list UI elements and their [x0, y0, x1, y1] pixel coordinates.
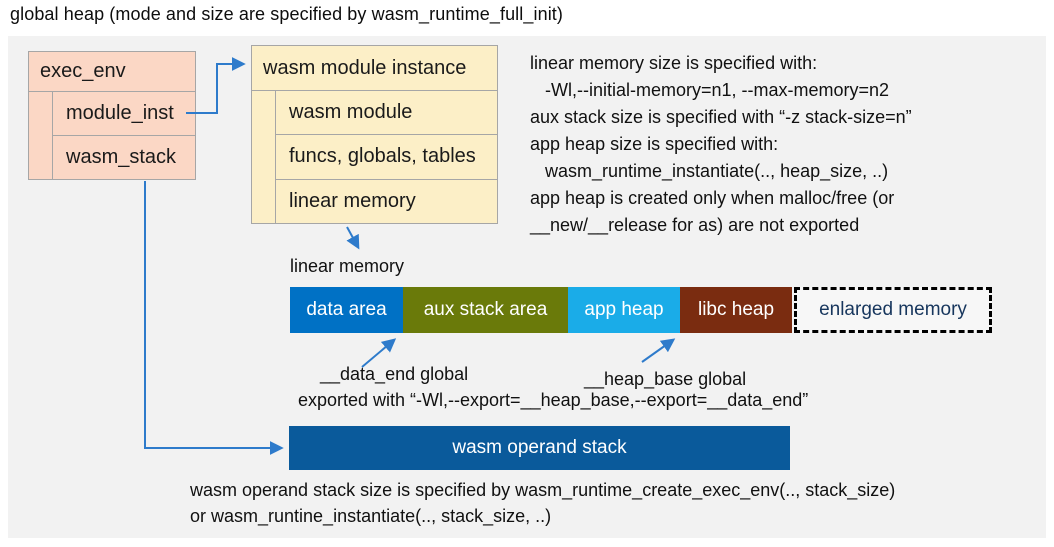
- exec-env-box: exec_env module_inst wasm_stack: [28, 51, 196, 180]
- diagram-title: global heap (mode and size are specified…: [10, 4, 563, 24]
- module-instance-row-linear-memory: linear memory: [276, 178, 497, 223]
- wasm-operand-stack-bar: wasm operand stack: [289, 426, 790, 470]
- export-flags-label: exported with “-Wl,--export=__heap_base,…: [298, 390, 809, 410]
- note-line: __new/__release for as) are not exported: [530, 215, 860, 235]
- module-instance-row-funcs-globals-tables: funcs, globals, tables: [276, 134, 497, 178]
- heap-base-global-label: __heap_base global: [584, 369, 747, 389]
- note-line: or wasm_runtine_instantiate(.., stack_si…: [190, 506, 552, 526]
- note-line: linear memory size is specified with:: [530, 53, 818, 73]
- linear-memory-label: linear memory: [290, 256, 405, 276]
- module-instance-box: wasm module instance wasm module funcs, …: [251, 45, 498, 224]
- data-end-global-label: __data_end global: [320, 364, 469, 384]
- note-line: app heap size is specified with:: [530, 134, 779, 154]
- note-line: wasm_runtime_instantiate(.., heap_size, …: [530, 161, 889, 181]
- segment-data-area: data area: [290, 287, 403, 333]
- exec-env-strip: [29, 92, 53, 179]
- operand-stack-note: wasm operand stack size is specified by …: [190, 477, 895, 529]
- note-line: app heap is created only when malloc/fre…: [530, 188, 895, 208]
- note-line: wasm operand stack size is specified by …: [190, 480, 896, 500]
- segment-aux-stack-area: aux stack area: [403, 287, 568, 333]
- exec-env-row-module-inst: module_inst: [66, 102, 174, 124]
- segment-app-heap: app heap: [568, 287, 680, 333]
- exec-env-row-wasm-stack: wasm_stack: [53, 135, 195, 179]
- exec-env-body: module_inst wasm_stack: [29, 92, 195, 179]
- module-instance-header: wasm module instance: [252, 46, 497, 91]
- exec-env-header: exec_env: [29, 52, 195, 92]
- size-notes: linear memory size is specified with: -W…: [530, 50, 912, 239]
- module-instance-row-wasm-module: wasm module: [289, 101, 413, 124]
- segment-libc-heap: libc heap: [680, 287, 792, 333]
- note-line: -Wl,--initial-memory=n1, --max-memory=n2: [530, 80, 890, 100]
- module-instance-strip: [252, 91, 276, 223]
- segment-enlarged-memory: enlarged memory: [794, 287, 992, 333]
- module-instance-body: wasm module funcs, globals, tables linea…: [252, 91, 497, 223]
- note-line: aux stack size is specified with “-z sta…: [530, 107, 912, 127]
